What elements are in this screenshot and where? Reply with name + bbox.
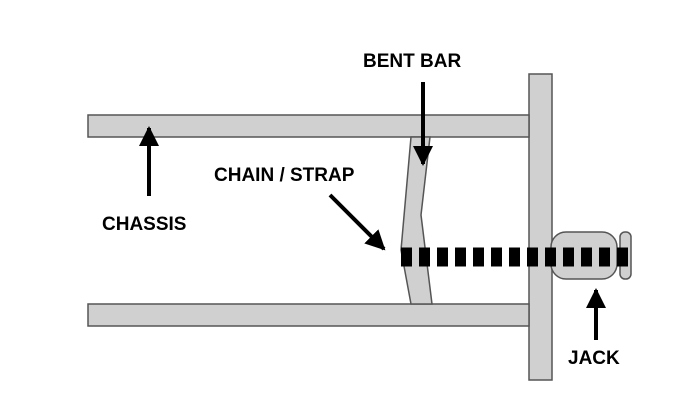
top-chassis-rail [87, 114, 530, 138]
chain-strap-label: CHAIN / STRAP [214, 165, 355, 186]
bottom-chassis-rail [87, 303, 530, 327]
bent-bar-label: BENT BAR [363, 51, 461, 72]
chassis-label: CHASSIS [102, 214, 186, 235]
chain-strap-arrow [328, 193, 386, 251]
anchor-post [528, 73, 553, 381]
jack-label: JACK [568, 348, 620, 369]
bent-cross-bar [400, 136, 433, 305]
